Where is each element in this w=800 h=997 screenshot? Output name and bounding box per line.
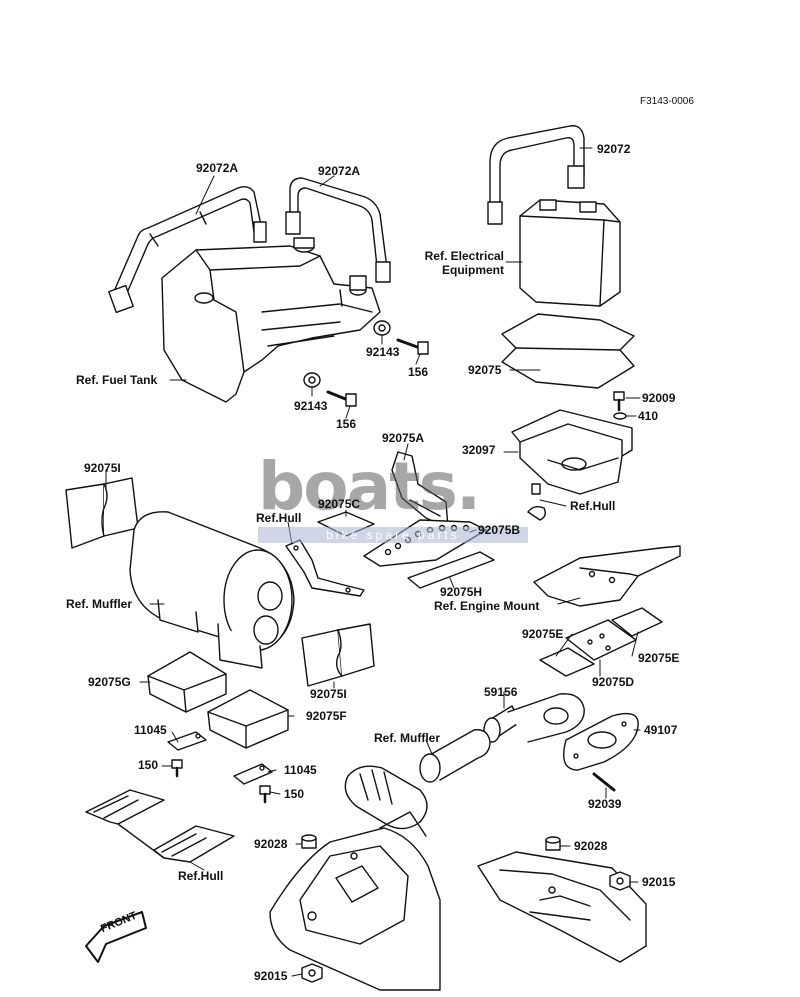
label-pad-92075c: 92075C (318, 497, 361, 511)
label-electrical-ref: Ref. Electrical (424, 249, 504, 263)
label-damper-lower: 92143 (294, 399, 328, 413)
label-clip-11045-left: 11045 (134, 723, 167, 737)
label-pad-92075e-left: 92075E (522, 627, 564, 641)
label-stud-92039: 92039 (588, 797, 622, 811)
label-pad-92075i-lower: 92075I (310, 687, 347, 701)
watermark-logo: boats. (258, 448, 481, 525)
label-nut-92015-right: 92015 (642, 875, 676, 889)
label-pad-92075a: 92075A (382, 431, 425, 445)
hull-bottom-right (477, 851, 647, 963)
stud-92039 (592, 772, 616, 792)
label-muffler-ref-upper: Ref. Muffler (66, 597, 132, 611)
label-engine-mount-ref: Ref. Engine Mount (434, 599, 540, 613)
nut-92028-left (301, 834, 317, 849)
label-electrical-ref2: Equipment (442, 263, 504, 277)
strip-92075h (407, 551, 495, 589)
clip-11045-left (167, 731, 207, 751)
hull-bracket (285, 539, 365, 597)
washer-410 (613, 412, 627, 420)
clip-11045-right (233, 763, 273, 785)
label-gasket-49107: 49107 (644, 723, 678, 737)
nut-92028-right (545, 836, 561, 851)
watermark-tagline: bike spare parts (258, 527, 528, 543)
pad-92075e-right (611, 607, 663, 637)
label-strap-left: 92072A (196, 161, 239, 175)
bolt-upper (396, 338, 429, 355)
label-damper-upper: 92143 (366, 345, 400, 359)
bolt-lower (326, 390, 357, 407)
pad-92075g (147, 651, 227, 713)
label-screw-92009: 92009 (642, 391, 676, 405)
strap-left (108, 185, 267, 314)
label-clip-11045-right: 11045 (284, 763, 317, 777)
label-pad-92075f: 92075F (306, 709, 347, 723)
battery (519, 199, 621, 307)
nut-92015-bottom (301, 963, 323, 983)
label-bolt-upper: 156 (408, 365, 429, 379)
bolt-150-right (259, 785, 271, 804)
pad-92075i-upper (65, 477, 139, 549)
label-pad-92075d: 92075D (592, 675, 635, 689)
diagram-code: F3143-0006 (640, 96, 694, 107)
screw-92009 (613, 391, 625, 412)
label-strap-center: 92072A (318, 164, 361, 178)
front-arrow (85, 911, 147, 963)
muffler-lower (344, 729, 491, 830)
label-strip-92075h: 92075H (440, 585, 483, 599)
strap-battery (487, 125, 585, 225)
bracket-92075a (391, 451, 449, 529)
label-bolt-150-left: 150 (138, 758, 159, 772)
pad-92075f (207, 689, 289, 749)
gasket-49107 (563, 712, 639, 771)
label-nut-92028-right: 92028 (574, 839, 608, 853)
label-washer-410: 410 (638, 409, 659, 423)
label-pad-92075i-upper: 92075I (84, 461, 121, 475)
leader-lines (105, 147, 641, 977)
label-ref-hull-bracket: Ref.Hull (256, 511, 302, 525)
battery-case (511, 409, 633, 521)
hull-frame (85, 789, 235, 863)
engine-mount (533, 545, 681, 607)
label-bolt-150-right: 150 (284, 787, 305, 801)
muffler-upper (129, 511, 295, 669)
label-battery-pad: 92075 (468, 363, 502, 377)
label-plate-92075b: 92075B (478, 523, 521, 537)
pad-92075i-lower (301, 623, 375, 687)
joint-59156 (483, 693, 585, 743)
label-pad-92075e-right: 92075E (638, 651, 680, 665)
label-fuel-tank-ref: Ref. Fuel Tank (76, 373, 158, 387)
hull-bottom-center (269, 811, 441, 991)
label-joint-59156: 59156 (484, 685, 518, 699)
label-nut-92028-left: 92028 (254, 837, 288, 851)
damper-upper (373, 320, 391, 336)
label-muffler-ref-lower: Ref. Muffler (374, 731, 440, 745)
label-battery-case: 32097 (462, 443, 496, 457)
label-ref-hull-battery: Ref.Hull (570, 499, 616, 513)
label-bolt-lower: 156 (336, 417, 357, 431)
label-strap-battery: 92072 (597, 142, 631, 156)
nut-92015-right (609, 871, 631, 891)
bolt-150-left (171, 759, 183, 778)
battery-pad (501, 313, 635, 389)
damper-lower (303, 372, 321, 388)
label-nut-92015-bottom: 92015 (254, 969, 288, 983)
label-pad-92075g: 92075G (88, 675, 131, 689)
label-ref-hull-bottom: Ref.Hull (178, 869, 224, 883)
strap-center (285, 177, 391, 283)
fuel-tank (161, 237, 381, 403)
